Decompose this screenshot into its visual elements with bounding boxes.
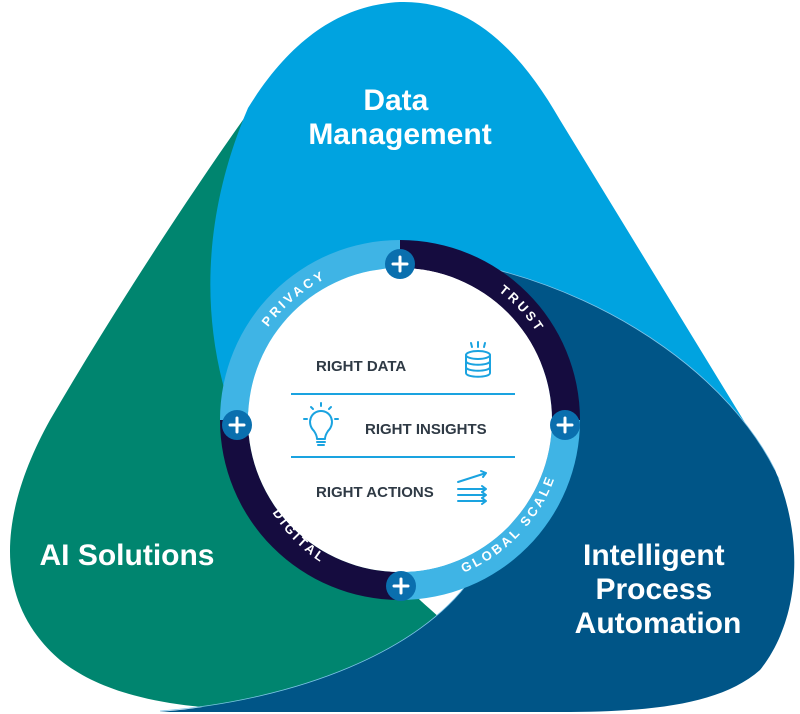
plus-button-right[interactable]	[550, 410, 580, 440]
ring-segment-privacy[interactable]	[220, 240, 400, 420]
row-label-right-data: RIGHT DATA	[316, 358, 406, 375]
seam-line	[489, 267, 776, 471]
lightbulb-icon	[303, 402, 339, 446]
database-icon	[465, 341, 491, 378]
region-ai-solutions	[10, 110, 520, 711]
region-title-ai-solutions: AI Solutions	[40, 539, 215, 572]
seam-line	[159, 579, 471, 712]
plus-icon	[228, 416, 246, 434]
plus-icon	[391, 255, 409, 273]
plus-button-bottom[interactable]	[386, 571, 416, 601]
plus-icon	[392, 577, 410, 595]
row-label-right-actions: RIGHT ACTIONS	[316, 484, 434, 501]
region-title-data-management: Data Management	[308, 84, 491, 151]
plus-icon	[556, 416, 574, 434]
row-label-right-insights: RIGHT INSIGHTS	[365, 421, 487, 438]
plus-button-top[interactable]	[385, 249, 415, 279]
region-intelligent-process-automation	[160, 268, 795, 712]
arrows-icon	[457, 470, 487, 505]
ring-segment-trust[interactable]	[400, 240, 580, 420]
plus-button-left[interactable]	[222, 410, 252, 440]
region-title-intelligent-process-automation: Intelligent Process Automation	[575, 539, 742, 640]
region-data-management	[210, 1, 780, 481]
